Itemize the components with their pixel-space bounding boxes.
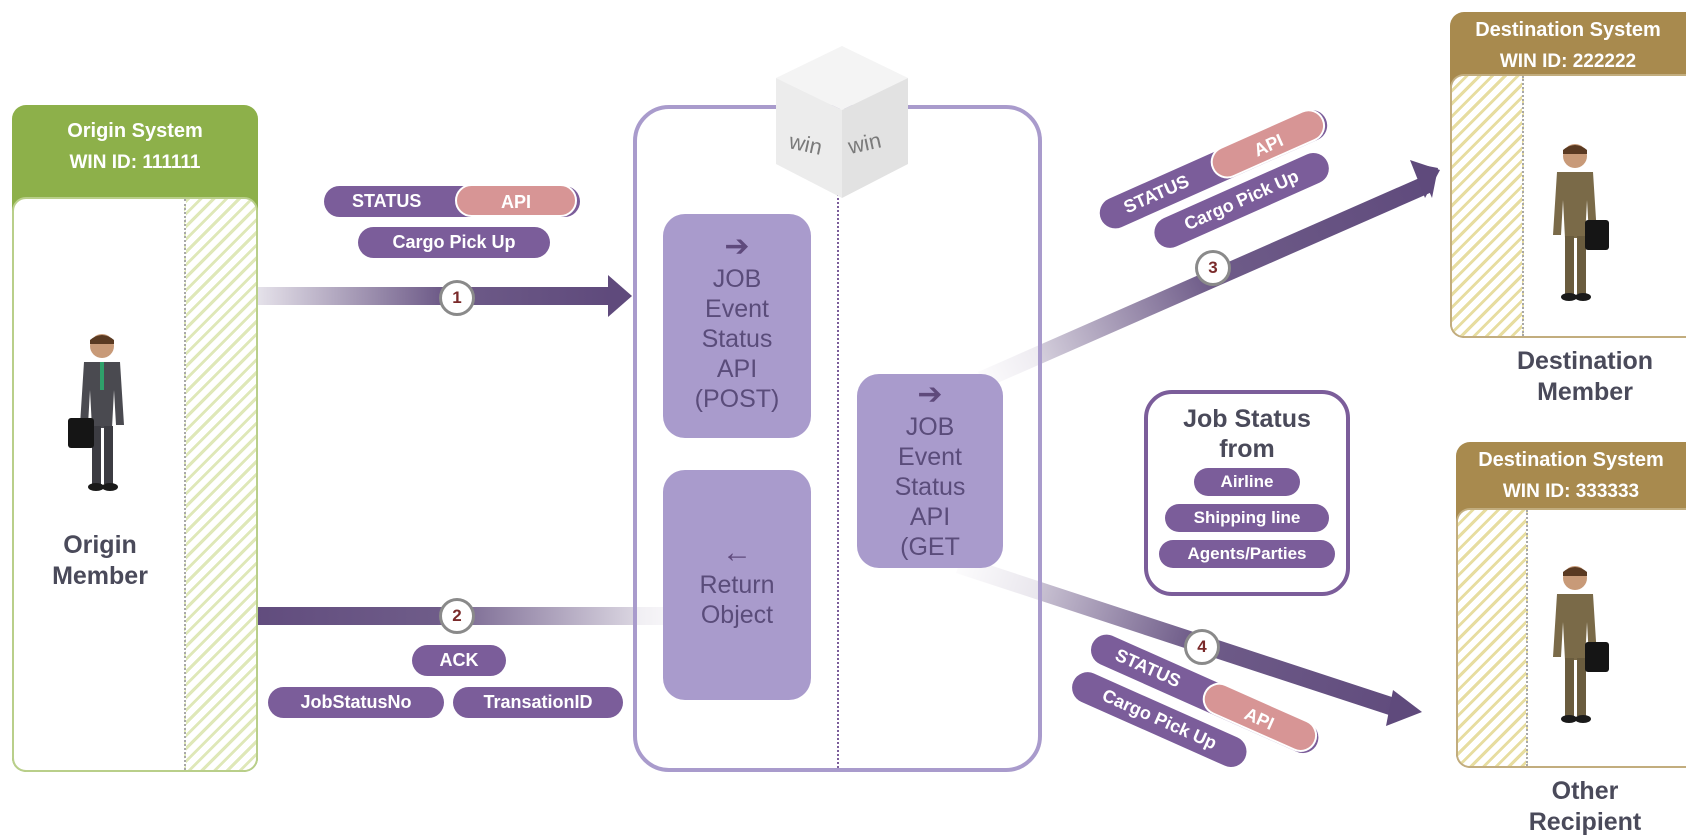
source-shipping-line: Shipping line — [1165, 504, 1329, 532]
origin-member-label: Origin Member — [35, 530, 165, 592]
flow2-field2-text: TransationID — [483, 692, 593, 712]
source-airline: Airline — [1194, 468, 1300, 496]
return-line-2: Object — [700, 601, 774, 629]
flow2-ack-pill: ACK — [412, 645, 506, 676]
flow4-status-text: STATUS — [1112, 644, 1184, 692]
get-line-5: (GET — [900, 533, 960, 561]
flow2-ack-text: ACK — [439, 650, 479, 670]
flow3-api-text: API — [1250, 130, 1287, 161]
origin-system-body — [12, 197, 258, 772]
dest2-member-line1: Other — [1551, 777, 1619, 805]
dest2-win-id: WIN ID: 333333 — [1502, 481, 1640, 502]
destination-member-label: Destination Member — [1490, 346, 1680, 408]
get-line-4: API — [909, 503, 951, 531]
hub-divider — [837, 189, 839, 768]
flow2-field1-pill: JobStatusNo — [268, 687, 444, 718]
dest2-hatch — [1458, 510, 1528, 766]
post-line-1: JOB — [712, 265, 762, 293]
flow2-field1-text: JobStatusNo — [300, 692, 412, 712]
step-4-badge: 4 — [1184, 629, 1220, 665]
dest2-title: Destination System — [1478, 449, 1664, 471]
flow1-status-text: STATUS — [352, 191, 422, 211]
flow1-api-text: API — [500, 192, 531, 212]
win-logo-cube-icon: win win — [776, 46, 908, 198]
flow2-field2-pill: TransationID — [453, 687, 623, 718]
step-2-badge: 2 — [439, 598, 475, 634]
dest1-member-line1: Destination — [1516, 347, 1654, 375]
post-line-5: (POST) — [694, 385, 780, 413]
dest1-title: Destination System — [1475, 19, 1661, 41]
arrow-4-shaft — [956, 556, 1398, 716]
origin-hatch — [184, 199, 256, 770]
return-object-tile[interactable]: ← Return Object — [663, 470, 811, 700]
return-line-1: Return — [699, 571, 775, 599]
flow4-api-text: API — [1241, 703, 1278, 734]
other-recipient-figure-icon — [1553, 566, 1609, 723]
arrow-1-shaft — [230, 287, 610, 305]
arrow-4-tip — [1386, 690, 1422, 726]
origin-system-box: Origin System WIN ID: 111111 — [12, 105, 258, 772]
other-recipient-label: Other Recipient — [1490, 776, 1680, 838]
dest2-member-line2: Recipient — [1528, 808, 1642, 836]
post-arrow-icon: ➔ — [724, 230, 750, 263]
post-line-3: Status — [701, 325, 773, 353]
step-1-badge: 1 — [439, 280, 475, 316]
step-3-badge: 3 — [1195, 250, 1231, 286]
arrow-3-tip — [1410, 160, 1440, 198]
get-line-1: JOB — [905, 413, 955, 441]
get-arrow-icon: ➔ — [917, 378, 943, 411]
get-line-3: Status — [894, 473, 966, 501]
dest1-win-id: WIN ID: 222222 — [1499, 51, 1637, 72]
get-line-2: Event — [898, 443, 962, 471]
post-line-2: Event — [705, 295, 769, 323]
return-arrow-icon: ← — [722, 536, 752, 569]
flow1-event-text: Cargo Pick Up — [392, 232, 516, 252]
sources-title-line1: Job Status — [1183, 405, 1311, 433]
origin-win-id: WIN ID: 111111 — [69, 152, 201, 173]
origin-member-line1: Origin — [63, 531, 137, 559]
sources-title-line2: from — [1219, 435, 1275, 463]
get-api-tile[interactable]: ➔ JOB Event Status API (GET — [857, 374, 1003, 568]
destination-member-figure-icon — [1553, 144, 1609, 301]
flow1-api-pill: API — [455, 184, 577, 217]
flow1-event-pill: Cargo Pick Up — [358, 227, 550, 258]
origin-member-figure-icon — [68, 334, 124, 491]
arrow-1-head — [608, 275, 632, 317]
origin-member-line2: Member — [52, 562, 148, 590]
dest1-hatch — [1452, 76, 1524, 336]
job-status-sources-box: Job Status from Airline Shipping line Ag… — [1144, 390, 1350, 596]
origin-system-title: Origin System — [67, 120, 203, 142]
source-agents-parties: Agents/Parties — [1159, 540, 1335, 568]
dest1-member-line2: Member — [1537, 378, 1633, 406]
post-line-4: API — [716, 355, 758, 383]
post-api-tile[interactable]: ➔ JOB Event Status API (POST) — [663, 214, 811, 438]
